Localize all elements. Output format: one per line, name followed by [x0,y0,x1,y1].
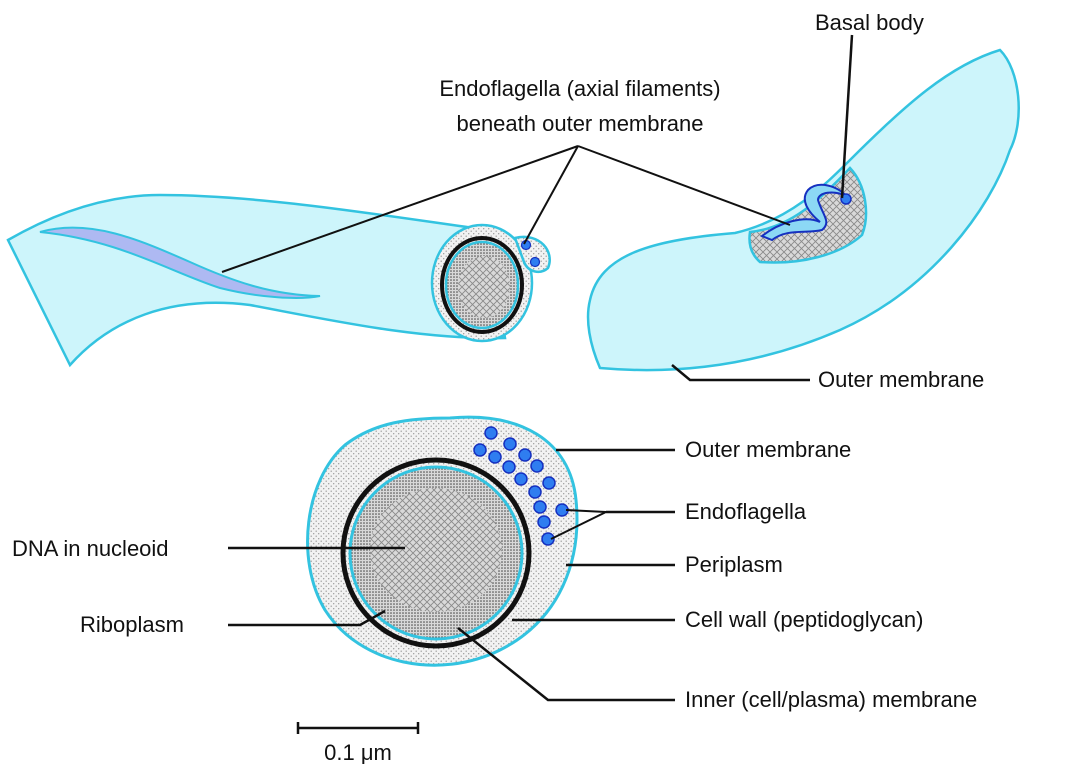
flagellum-dot [485,427,497,439]
flagellum-dot [531,460,543,472]
endoflagella-top-leader-right [578,146,790,225]
left-cell-segment [8,195,550,365]
label-scale: 0.1 μm [324,740,392,765]
flagellum-dot [538,516,550,528]
label-outer-membrane-top: Outer membrane [818,367,984,392]
flagellum-dot [519,449,531,461]
label-cell-wall: Cell wall (peptidoglycan) [685,607,923,632]
label-outer-membrane-bottom: Outer membrane [685,437,851,462]
flagellum-dot [474,444,486,456]
label-endoflagella-top-line1: Endoflagella (axial filaments) [439,76,720,101]
label-basal-body: Basal body [815,10,924,35]
flagellum-dot [529,486,541,498]
label-riboplasm: Riboplasm [80,612,184,637]
label-inner-membrane: Inner (cell/plasma) membrane [685,687,977,712]
flagellum-dot [515,473,527,485]
flagellum-dot [489,451,501,463]
label-endoflagella-bottom: Endoflagella [685,499,807,524]
flagellum-dot [543,477,555,489]
label-dna: DNA in nucleoid [12,536,169,561]
left-section-flagellum-dot [531,258,540,267]
cross-section-nucleoid [370,488,502,612]
endoflagella-top-leader-middle [524,146,578,244]
flagellum-dot [534,501,546,513]
left-cell-body [8,195,505,365]
cross-section [308,417,577,665]
left-section-nucleoid [458,256,510,318]
flagellum-dot [504,438,516,450]
flagellum-dot [503,461,515,473]
label-endoflagella-top-line2: beneath outer membrane [456,111,703,136]
label-periplasm: Periplasm [685,552,783,577]
